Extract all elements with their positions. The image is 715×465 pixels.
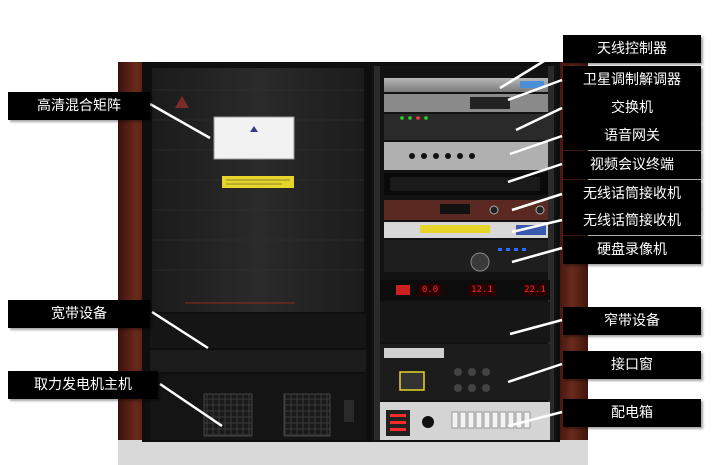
fan-left-icon <box>203 393 253 437</box>
label-interface-window: 接口窗 <box>563 351 701 379</box>
leader-switch <box>515 106 563 132</box>
label-dvr: 硬盘录像机 <box>563 236 701 264</box>
antenna-controller-unit <box>384 78 548 92</box>
label-voice-gateway: 语音网关 <box>563 122 701 150</box>
leader-hd-matrix <box>149 102 211 140</box>
leader-wireless-2 <box>511 218 563 234</box>
display-mid-readout: 12.1 <box>471 285 493 295</box>
leader-narrowband <box>509 318 563 336</box>
label-switch: 交换机 <box>563 94 701 122</box>
fan-right-icon <box>283 393 331 437</box>
generator-panel <box>150 374 366 440</box>
hd-matrix-panel <box>152 68 364 312</box>
leader-voice-gateway <box>509 134 563 156</box>
satellite-modem-unit <box>384 94 548 112</box>
logo-icon <box>175 96 189 108</box>
warning-sticker <box>222 176 294 188</box>
label-generator-host: 取力发电机主机 <box>8 371 158 399</box>
leader-dvr <box>511 246 563 264</box>
label-hd-matrix: 高清混合矩阵 <box>8 92 150 120</box>
label-wireless-mic-2: 无线话筒接收机 <box>563 207 701 235</box>
label-satellite-modem: 卫星调制解调器 <box>563 66 701 94</box>
label-video-terminal: 视频会议终端 <box>563 151 701 179</box>
leader-video-terminal <box>507 162 563 184</box>
leader-generator <box>159 382 223 428</box>
leader-wireless-1 <box>511 192 563 212</box>
leader-interface <box>507 362 563 384</box>
dvr-unit <box>384 240 548 272</box>
display-right-readout: 22.1 <box>524 285 546 295</box>
leader-antenna <box>499 48 563 90</box>
broadband-panel-2 <box>150 350 366 372</box>
screen-logo-icon <box>250 126 258 132</box>
label-antenna-controller: 天线控制器 <box>563 35 701 63</box>
leader-modem <box>507 78 563 102</box>
voice-gateway-unit <box>384 142 548 170</box>
label-distribution-box: 配电箱 <box>563 399 701 427</box>
narrowband-panel <box>380 302 550 342</box>
leader-distribution <box>507 410 563 428</box>
matrix-screen <box>213 116 295 160</box>
label-narrowband: 窄带设备 <box>563 307 701 335</box>
label-broadband: 宽带设备 <box>8 300 150 328</box>
display-left-readout: 0.0 <box>421 285 439 295</box>
label-wireless-mic-1: 无线话筒接收机 <box>563 180 701 208</box>
broadband-panel <box>150 314 366 348</box>
leader-broadband <box>151 310 209 350</box>
